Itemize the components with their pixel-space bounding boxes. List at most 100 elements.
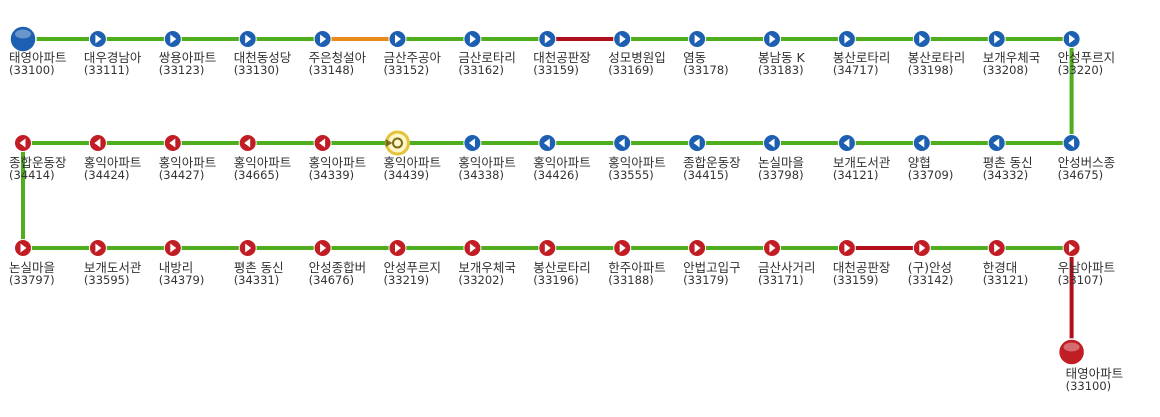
- bus-stop[interactable]: 금산로타리(33162): [458, 30, 516, 78]
- bus-stop[interactable]: 염동(33178): [683, 30, 729, 78]
- stop-name: 평촌 동신: [983, 155, 1033, 170]
- bus-stop[interactable]: 쌍용아파트(33123): [159, 30, 217, 78]
- right-arrow-icon[interactable]: [613, 30, 632, 48]
- bus-stop[interactable]: 홍익아파트(34424): [84, 134, 142, 183]
- right-arrow-icon[interactable]: [912, 30, 931, 48]
- left-arrow-icon[interactable]: [688, 134, 707, 152]
- right-arrow-red-icon[interactable]: [912, 239, 931, 257]
- right-arrow-red-icon[interactable]: [88, 239, 107, 257]
- left-arrow-icon[interactable]: [613, 134, 632, 152]
- right-arrow-red-icon[interactable]: [388, 239, 407, 257]
- right-arrow-icon[interactable]: [837, 30, 856, 48]
- end-red-icon[interactable]: [1057, 338, 1086, 366]
- bus-stop[interactable]: 한주아파트(33188): [608, 239, 666, 288]
- stop-name: 안성종합버: [309, 260, 367, 275]
- bus-stop[interactable]: 대천공판장(33159): [833, 239, 891, 288]
- right-arrow-icon[interactable]: [238, 30, 257, 48]
- left-arrow-icon[interactable]: [837, 134, 856, 152]
- right-arrow-red-icon[interactable]: [1062, 239, 1081, 257]
- left-arrow-red-icon[interactable]: [313, 134, 332, 152]
- bus-stop[interactable]: 주은청설아(33148): [309, 30, 367, 78]
- bus-stop[interactable]: 안성종합버(34676): [309, 239, 367, 288]
- right-arrow-red-icon[interactable]: [688, 239, 707, 257]
- bus-stop[interactable]: 봉남동 K(33183): [758, 30, 805, 78]
- left-arrow-icon[interactable]: [1062, 134, 1081, 152]
- left-arrow-icon[interactable]: [987, 134, 1006, 152]
- stop-code: (33121): [983, 273, 1029, 287]
- bus-stop[interactable]: 봉산로타리(34717): [833, 30, 891, 78]
- bus-stop[interactable]: 성모병원입(33169): [608, 30, 666, 78]
- bus-stop[interactable]: 홍익아파트(34339): [309, 134, 367, 183]
- bus-stop[interactable]: 홍익아파트(34427): [159, 134, 217, 183]
- bus-stop[interactable]: 평촌 동신(34332): [983, 134, 1033, 183]
- left-arrow-red-icon[interactable]: [238, 134, 257, 152]
- bus-stop-terminal[interactable]: 태영아파트(33100): [1057, 338, 1124, 393]
- stop-name: 태영아파트: [9, 50, 67, 65]
- bus-stop[interactable]: 논실마을(33797): [9, 239, 55, 288]
- right-arrow-red-icon[interactable]: [613, 239, 632, 257]
- right-arrow-red-icon[interactable]: [14, 239, 32, 257]
- bus-stop[interactable]: 보개도서관(34121): [833, 134, 891, 183]
- bus-stop[interactable]: 종합운동장(34415): [683, 134, 741, 183]
- left-arrow-icon[interactable]: [912, 134, 931, 152]
- left-arrow-icon[interactable]: [763, 134, 781, 152]
- bus-stop[interactable]: 안성버스종(34675): [1058, 134, 1116, 183]
- left-arrow-red-icon[interactable]: [88, 134, 107, 152]
- right-arrow-icon[interactable]: [1062, 30, 1081, 48]
- right-arrow-icon[interactable]: [688, 30, 707, 48]
- bus-stop[interactable]: 대우경남아(33111): [84, 30, 142, 78]
- bus-stop[interactable]: 보개도서관(33595): [84, 239, 142, 288]
- right-arrow-icon[interactable]: [463, 30, 482, 48]
- right-arrow-red-icon[interactable]: [837, 239, 856, 257]
- stop-name: 금산사거리: [758, 260, 816, 275]
- right-arrow-icon[interactable]: [163, 30, 182, 48]
- bus-stop[interactable]: 금산주공아(33152): [384, 30, 442, 78]
- bus-stop[interactable]: 대천동성당(33130): [234, 30, 292, 78]
- bus-stop[interactable]: 우남아파트(33107): [1058, 239, 1116, 288]
- right-arrow-red-icon[interactable]: [987, 239, 1006, 257]
- bus-stop[interactable]: 보개우체국(33202): [458, 239, 516, 288]
- left-arrow-icon[interactable]: [538, 134, 557, 152]
- bus-stop[interactable]: 태영아파트(33100): [9, 25, 67, 77]
- start-blue-icon[interactable]: [9, 25, 37, 53]
- bus-stop[interactable]: 내방리(34379): [159, 239, 205, 288]
- bus-stop[interactable]: 논실마을(33798): [758, 134, 804, 183]
- bus-stop[interactable]: 홍익아파트(34439): [384, 130, 442, 182]
- bus-stop[interactable]: 금산사거리(33171): [758, 239, 816, 288]
- bus-stop[interactable]: 종합운동장(34414): [9, 134, 67, 183]
- bus-stop[interactable]: 홍익아파트(34426): [533, 134, 591, 183]
- right-arrow-icon[interactable]: [313, 30, 332, 48]
- left-arrow-icon[interactable]: [463, 134, 482, 152]
- bus-stop[interactable]: 안법고입구(33179): [683, 239, 741, 288]
- bus-stop[interactable]: 양협(33709): [908, 134, 954, 183]
- bus-stop[interactable]: 봉산로타리(33196): [533, 239, 591, 288]
- bus-stop[interactable]: 안성푸르지(33219): [384, 239, 442, 288]
- right-arrow-icon[interactable]: [987, 30, 1006, 48]
- left-arrow-red-icon[interactable]: [14, 134, 32, 152]
- right-arrow-icon[interactable]: [538, 30, 557, 48]
- bus-stop[interactable]: 대천공판장(33159): [533, 30, 591, 78]
- right-arrow-icon[interactable]: [763, 30, 781, 48]
- turnaround-icon[interactable]: [385, 130, 410, 156]
- bus-stop[interactable]: (구)안성(33142): [908, 239, 954, 288]
- stop-code: (33130): [234, 63, 280, 77]
- bus-stop[interactable]: 안성푸르지(33220): [1058, 30, 1116, 78]
- right-arrow-red-icon[interactable]: [238, 239, 257, 257]
- right-arrow-red-icon[interactable]: [313, 239, 332, 257]
- bus-stop[interactable]: 평촌 동신(34331): [234, 239, 284, 288]
- right-arrow-red-icon[interactable]: [538, 239, 557, 257]
- right-arrow-icon[interactable]: [388, 30, 407, 48]
- bus-stop[interactable]: 홍익아파트(34665): [234, 134, 292, 183]
- bus-stop[interactable]: 한경대(33121): [983, 239, 1029, 288]
- bus-stop[interactable]: 홍익아파트(34338): [458, 134, 516, 183]
- right-arrow-red-icon[interactable]: [763, 239, 781, 257]
- right-arrow-red-icon[interactable]: [463, 239, 482, 257]
- stop-code: (33100): [9, 63, 55, 77]
- left-arrow-red-icon[interactable]: [163, 134, 182, 152]
- bus-stop[interactable]: 보개우체국(33208): [983, 30, 1041, 78]
- right-arrow-red-icon[interactable]: [163, 239, 182, 257]
- right-arrow-icon[interactable]: [88, 30, 107, 48]
- bus-stop[interactable]: 봉산로타리(33198): [908, 30, 966, 78]
- stop-name: 안성버스종: [1058, 155, 1116, 170]
- bus-stop[interactable]: 홍익아파트(33555): [608, 134, 666, 183]
